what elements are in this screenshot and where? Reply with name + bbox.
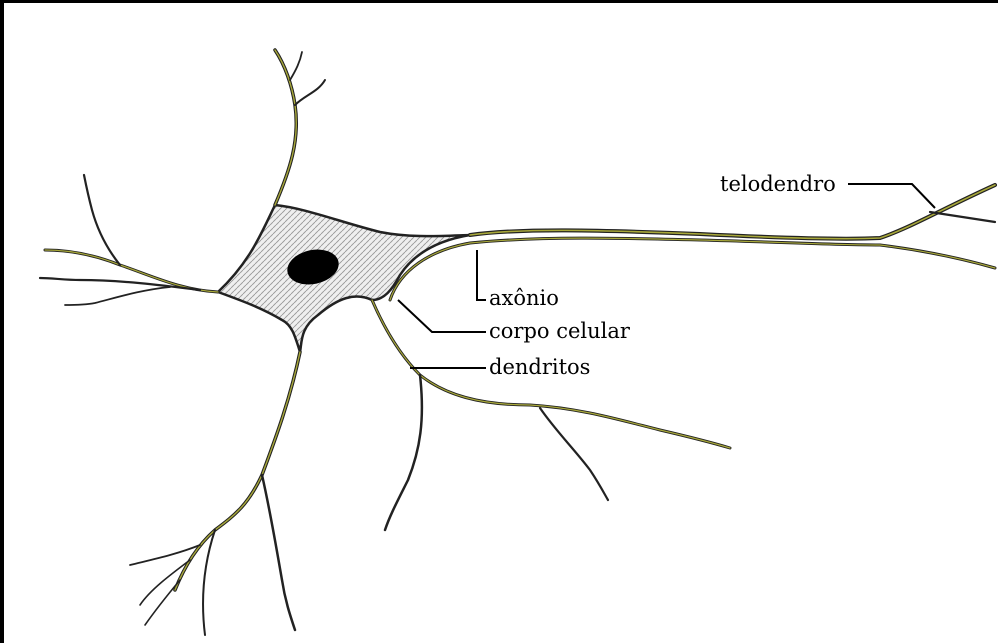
left-dendrites [40, 175, 218, 305]
label-corpo-celular: corpo celular [489, 319, 631, 343]
leader-telodendro [848, 184, 935, 208]
upper-dendrite [275, 50, 325, 205]
lower-dendrite [130, 352, 300, 635]
leader-corpo-celular [398, 300, 486, 332]
label-telodendro: telodendro [720, 172, 836, 196]
label-dendritos: dendritos [489, 355, 590, 379]
leader-lines [398, 184, 935, 368]
cell-body [218, 205, 470, 352]
leader-axonio [477, 250, 486, 300]
soma-shape [218, 205, 470, 352]
axon [390, 185, 995, 300]
label-axonio: axônio [489, 286, 559, 310]
